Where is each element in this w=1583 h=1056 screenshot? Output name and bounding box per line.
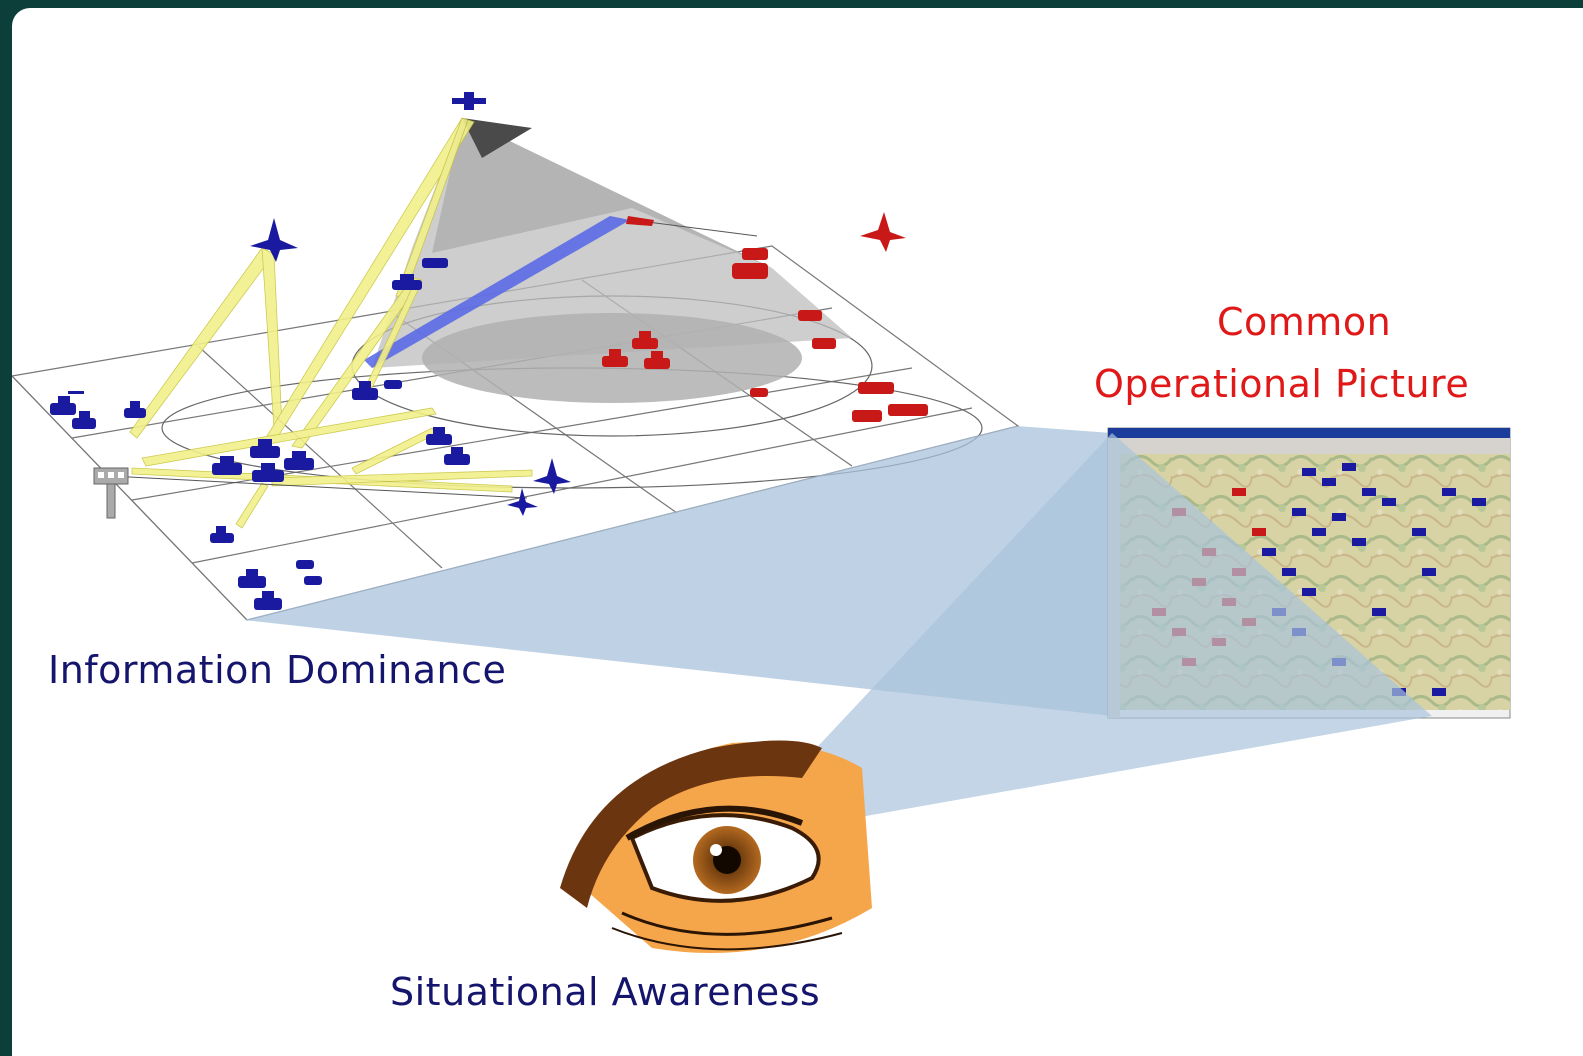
tank-icon (212, 456, 242, 475)
aircraft-icon (250, 218, 298, 262)
tank-icon (858, 382, 894, 394)
tank-icon (254, 591, 282, 610)
tank-icon (444, 447, 470, 465)
battlespace-diagram (12, 92, 1511, 953)
aircraft-icon (626, 216, 654, 226)
tank-icon (50, 391, 84, 415)
satellite-icon (452, 92, 486, 110)
hostile-units (602, 212, 928, 422)
tank-icon (284, 451, 314, 470)
tank-icon (644, 351, 670, 369)
tank-icon (750, 388, 768, 397)
situational-awareness-label: Situational Awareness (390, 970, 821, 1014)
common-operational-picture-label: Common (1217, 300, 1392, 344)
tank-icon (250, 439, 280, 458)
data-link-beam (364, 216, 630, 368)
friendly-units (50, 218, 571, 610)
slide: Common Operational Picture Information D… (12, 8, 1583, 1056)
common-operational-picture-label-line2: Operational Picture (1094, 362, 1470, 406)
aircraft-icon (533, 458, 571, 494)
tank-icon (296, 560, 314, 569)
tank-icon (798, 310, 822, 321)
tank-icon (632, 331, 658, 349)
tank-icon (352, 381, 378, 400)
tank-icon (426, 427, 452, 445)
ground-station-icon (93, 467, 129, 519)
tank-icon (252, 463, 284, 482)
tank-icon (304, 576, 322, 585)
tank-icon (384, 380, 402, 389)
view-cone-lower (244, 426, 1112, 716)
tank-icon (124, 401, 146, 418)
information-dominance-label: Information Dominance (48, 648, 507, 692)
tank-icon (888, 404, 928, 416)
view-cone-upper (730, 433, 1432, 840)
tank-icon (732, 248, 768, 279)
tank-icon (72, 411, 96, 429)
tank-icon (210, 526, 234, 543)
tank-icon (812, 338, 836, 349)
sensor-beams (129, 117, 533, 529)
tank-icon (392, 274, 422, 290)
eye-icon (560, 740, 872, 953)
aircraft-icon (860, 212, 906, 252)
tank-icon (422, 258, 448, 268)
tank-icon (852, 410, 882, 422)
tank-icon (602, 349, 628, 367)
aircraft-icon (507, 488, 538, 516)
tank-icon (238, 569, 266, 588)
